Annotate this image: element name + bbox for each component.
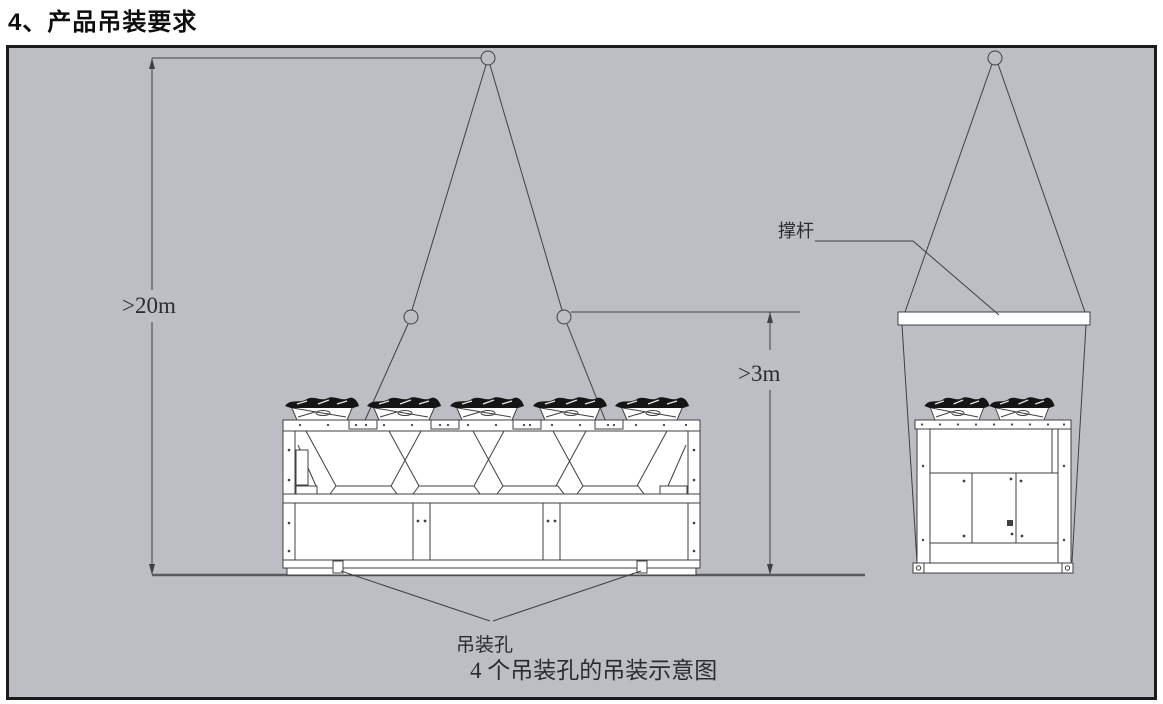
label-spreader-bar: 撑杆 [778,221,814,241]
lifting-hole-callout: 吊装孔 [340,570,642,656]
side-view-cables [897,50,1091,563]
label-sling-height: >3m [738,361,780,386]
diagram-panel [6,45,1157,700]
lifting-hole [636,560,648,574]
label-lifting-hole: 吊装孔 [456,634,513,656]
front-view-unit [282,396,701,576]
page-title: 4、产品吊装要求 [8,9,198,36]
spreader-bar [897,311,1091,326]
hook-ring-icon [480,50,496,66]
label-hoist-height: >20m [122,293,176,318]
figure-caption: 4 个吊装孔的吊装示意图 [470,658,717,683]
dimension-3m: >3m [571,311,800,575]
side-view-unit [912,396,1074,574]
hook-ring-icon [987,50,1003,66]
spreader-bar-callout: 撑杆 [778,221,1000,316]
shackle-ring-icon [403,309,419,325]
dimension-20m: >20m [122,57,481,575]
lifting-hole [332,560,344,574]
shackle-ring-icon [556,309,572,325]
